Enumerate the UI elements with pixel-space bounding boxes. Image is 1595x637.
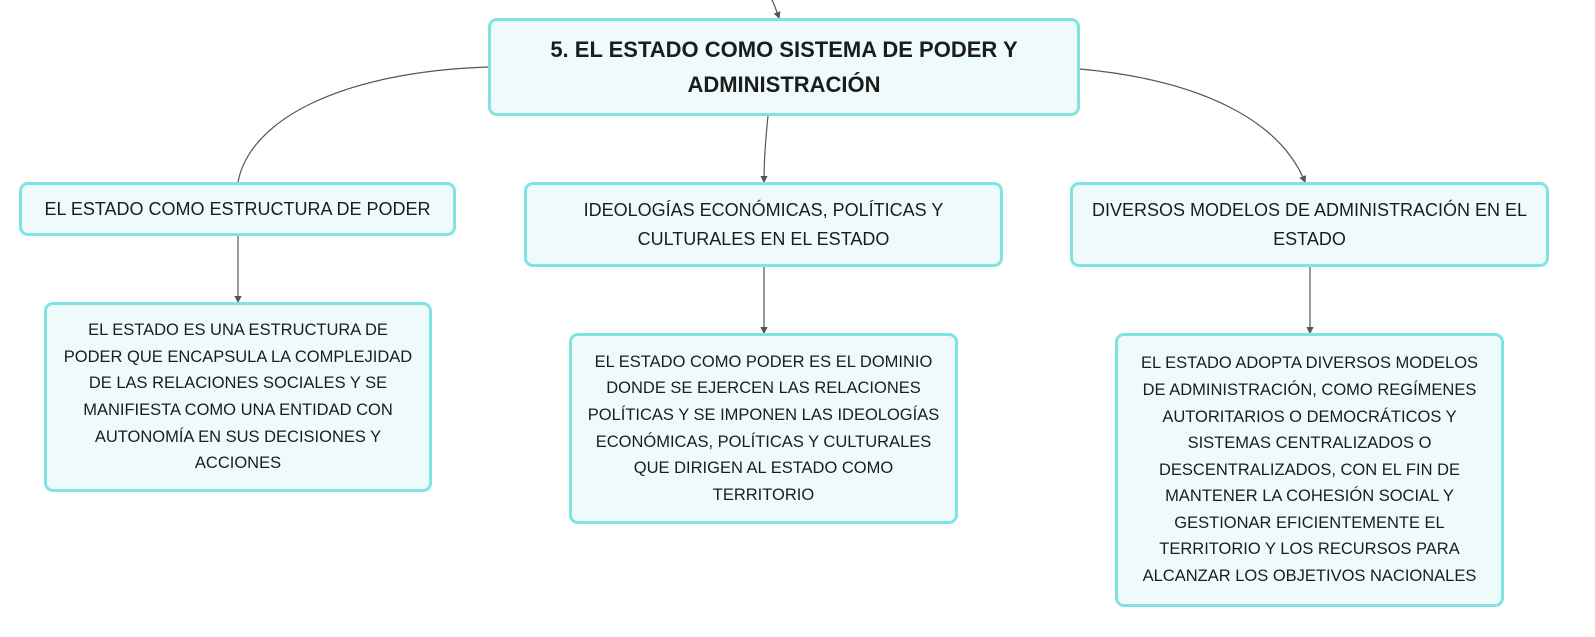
root-node[interactable]: 5. EL ESTADO COMO SISTEMA DE PODER Y ADM… bbox=[488, 18, 1080, 116]
connector-root-topic-3 bbox=[1079, 68, 1307, 184]
topic-node-ideologias[interactable]: IDEOLOGÍAS ECONÓMICAS, POLÍTICAS Y CULTU… bbox=[524, 182, 1003, 267]
connector-root-topic-1 bbox=[237, 66, 489, 183]
detail-node-estructura-de-poder[interactable]: EL ESTADO ES UNA ESTRUCTURA DE PODER QUE… bbox=[44, 302, 432, 492]
detail-node-modelos-de-administracion[interactable]: EL ESTADO ADOPTA DIVERSOS MODELOS DE ADM… bbox=[1115, 333, 1504, 607]
topic-node-label: DIVERSOS MODELOS DE ADMINISTRACIÓN EN EL… bbox=[1091, 199, 1528, 249]
topic-node-label: IDEOLOGÍAS ECONÓMICAS, POLÍTICAS Y CULTU… bbox=[583, 199, 944, 249]
root-node-label: 5. EL ESTADO COMO SISTEMA DE PODER Y ADM… bbox=[550, 37, 1018, 97]
detail-node-text: EL ESTADO COMO PODER ES EL DOMINIO DONDE… bbox=[587, 352, 940, 504]
detail-node-text: EL ESTADO ADOPTA DIVERSOS MODELOS DE ADM… bbox=[1140, 354, 1479, 586]
topic-node-label: EL ESTADO COMO ESTRUCTURA DE PODER bbox=[44, 198, 431, 219]
topic-node-estructura-de-poder[interactable]: EL ESTADO COMO ESTRUCTURA DE PODER bbox=[19, 182, 456, 236]
topic-node-modelos-de-administracion[interactable]: DIVERSOS MODELOS DE ADMINISTRACIÓN EN EL… bbox=[1070, 182, 1549, 267]
connector-root-topic-2 bbox=[760, 115, 769, 184]
detail-node-ideologias[interactable]: EL ESTADO COMO PODER ES EL DOMINIO DONDE… bbox=[569, 333, 958, 524]
detail-node-text: EL ESTADO ES UNA ESTRUCTURA DE PODER QUE… bbox=[63, 321, 413, 473]
connector-incoming-root bbox=[771, 0, 781, 20]
